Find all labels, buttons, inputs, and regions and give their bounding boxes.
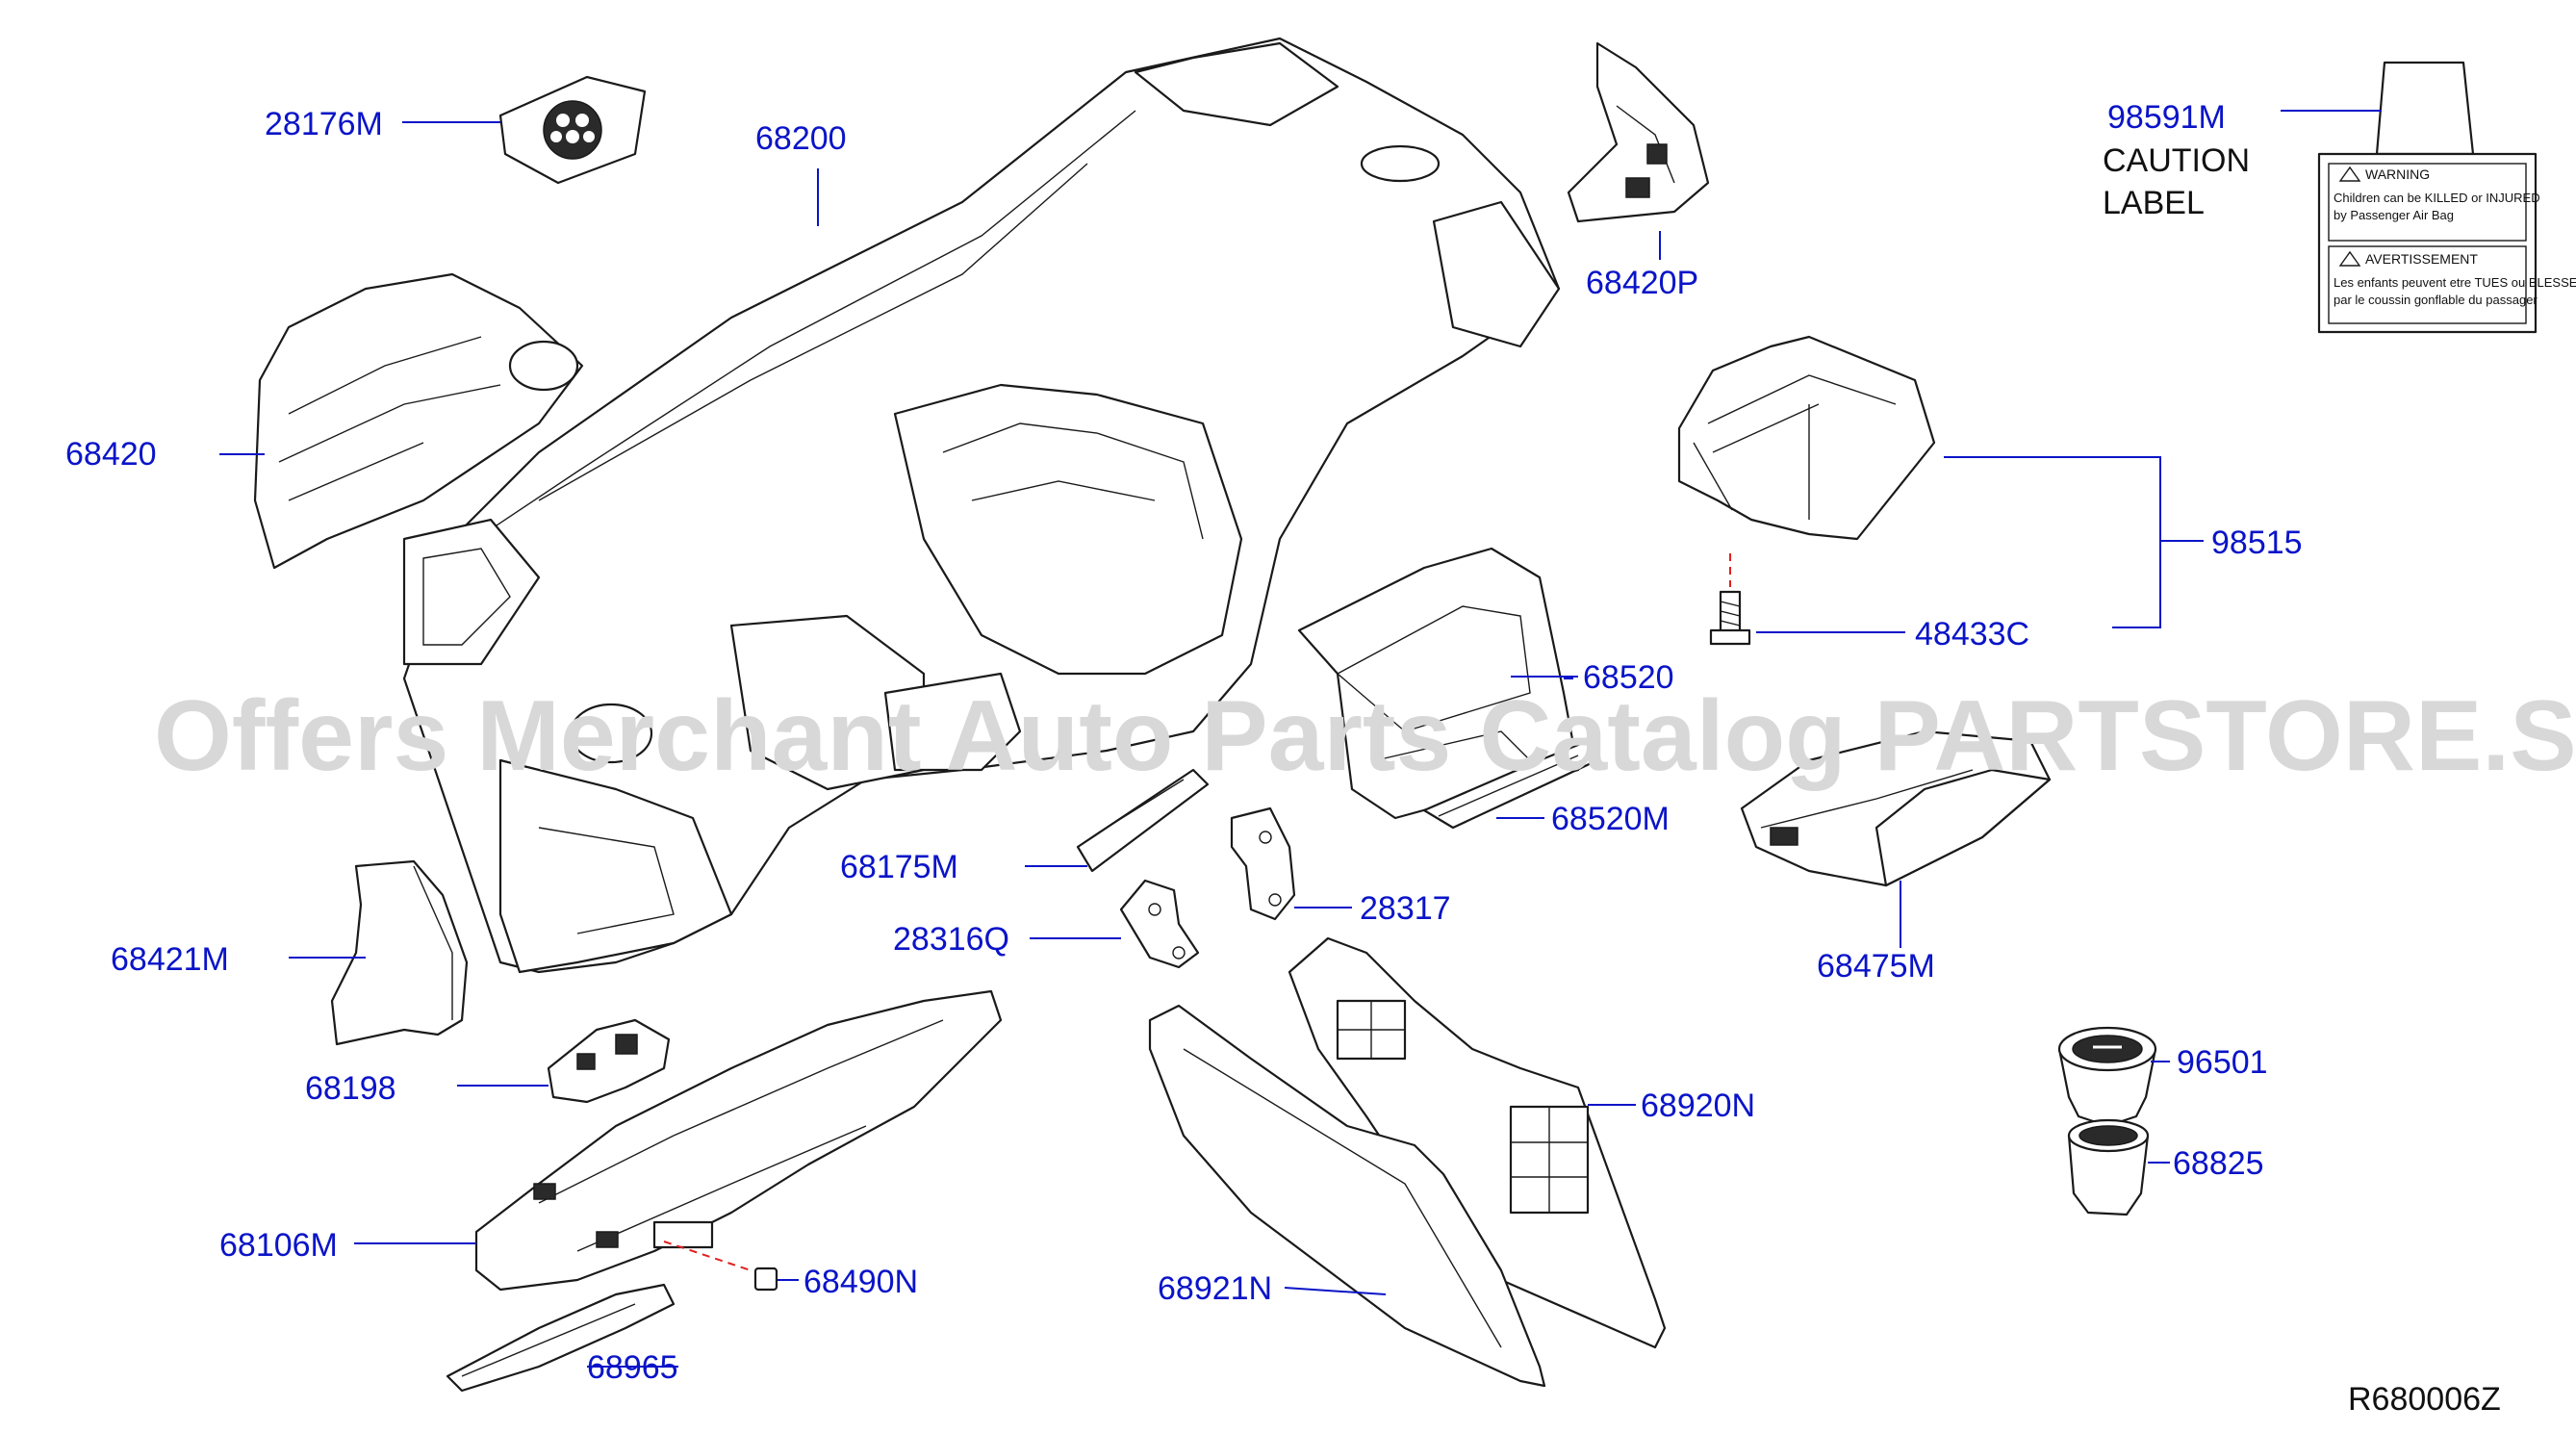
clip-68490N[interactable] [753,1267,778,1292]
warning-title: WARNING [2365,166,2430,182]
part-label-68520[interactable]: 68520 [1583,659,1674,696]
part-label-68920N[interactable]: 68920N [1641,1088,1755,1124]
warning-text-1: Children can be KILLED or INJURED [2334,191,2540,205]
undercover-68920N[interactable] [1288,936,1667,1349]
side-finisher-68421M[interactable] [330,859,469,1046]
part-label-68421M[interactable]: 68421M [111,941,229,978]
part-label-28317[interactable]: 28317 [1360,890,1451,927]
avert-title: AVERTISSEMENT [2365,251,2478,267]
speaker-grille-28176M[interactable] [498,75,647,185]
part-label-68175M[interactable]: 68175M [840,849,958,885]
part-label-48433C[interactable]: 48433C [1915,616,2029,653]
part-label-68420P[interactable]: 68420P [1586,265,1698,301]
bracket-28317[interactable] [1230,806,1296,921]
pocket-68475M[interactable] [1740,729,2052,887]
airbag-bracket-98515[interactable] [1677,335,1936,541]
warning-text-2: by Passenger Air Bag [2334,208,2454,222]
bracket-28316Q[interactable] [1119,879,1200,969]
caution-text-line1: CAUTION [2103,142,2250,179]
part-label-68198[interactable]: 68198 [305,1070,396,1107]
part-label-68420[interactable]: 68420 [65,436,157,473]
part-label-68106M[interactable]: 68106M [219,1227,338,1264]
caution-label-98591M[interactable]: WARNING Children can be KILLED or INJURE… [2317,61,2576,334]
cup-holder-96501[interactable] [2057,1026,2157,1128]
bracket-68198[interactable] [547,1018,671,1104]
part-label-68921N[interactable]: 68921N [1158,1270,1272,1307]
avert-text-1: Les enfants peuvent etre TUES ou BLESSES [2334,275,2576,290]
strip-68965[interactable] [446,1283,676,1393]
part-label-68825[interactable]: 68825 [2173,1145,2264,1182]
part-label-68475M[interactable]: 68475M [1817,948,1935,985]
part-label-98591M[interactable]: 98591M [2107,99,2226,136]
reference-code: R680006Z [2348,1381,2501,1418]
part-label-68200[interactable]: 68200 [755,120,847,157]
part-label-96501[interactable]: 96501 [2177,1044,2268,1081]
avert-text-2: par le coussin gonflable du passager [2334,293,2538,307]
watermark: Offers Merchant Auto Parts Catalog PARTS… [154,680,2576,792]
part-label-28316Q[interactable]: 28316Q [893,921,1009,958]
leader-lines [219,110,2382,1368]
finisher-strip-68520M[interactable] [1422,739,1599,830]
bolt-48433C[interactable] [1709,590,1751,646]
part-label-68965[interactable]: 68965 [587,1349,678,1386]
part-labels: 28176M 68200 68420P 98591M 68420 98515 4… [65,99,2303,1386]
bracket-68175M[interactable] [1076,768,1210,873]
part-label-28176M[interactable]: 28176M [265,106,383,142]
part-label-68520M[interactable]: 68520M [1551,801,1670,837]
instrument-panel-68200[interactable] [402,37,1561,974]
lower-panel-68106M[interactable] [474,989,1003,1292]
part-label-98515[interactable]: 98515 [2211,525,2303,561]
side-trim-68420P[interactable] [1567,41,1710,223]
part-label-68490N[interactable]: 68490N [803,1264,918,1300]
caution-text-line2: LABEL [2103,185,2205,221]
cluster-lid-68420[interactable] [253,272,584,570]
undercover-68921N[interactable] [1148,1004,1546,1388]
cup-holder-68825[interactable] [2067,1118,2150,1216]
